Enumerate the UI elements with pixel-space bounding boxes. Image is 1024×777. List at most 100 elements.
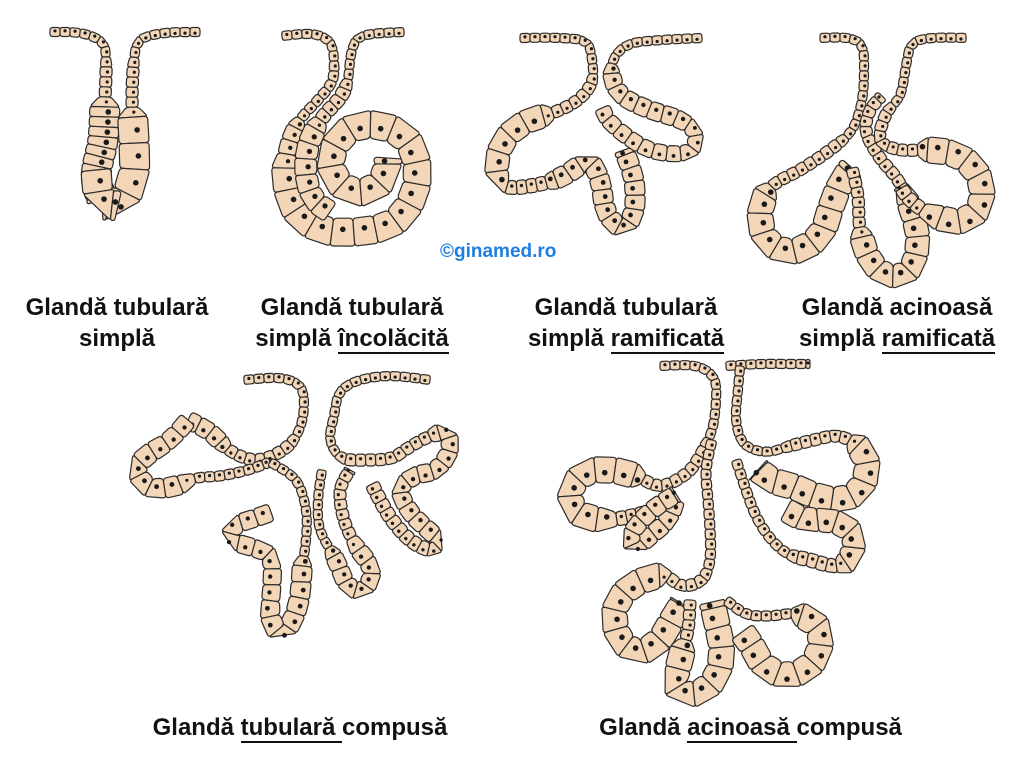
cell-nucleus [619,634,625,640]
cell-nucleus [817,157,821,161]
cell-nucleus [595,166,601,172]
caption-post: compusă [796,714,902,741]
cell-nucleus [154,484,159,490]
cell-nucleus [683,362,687,366]
cell-nucleus [208,474,212,478]
cell-nucleus [689,585,694,589]
cell-nucleus [628,97,634,102]
cell-nucleus [379,504,384,508]
cell-nucleus [823,519,830,526]
cell-nucleus [699,580,703,585]
cell-nucleus [889,107,893,111]
cell-nucleus [779,361,783,365]
cell-nucleus [848,536,855,542]
cell-nucleus [793,608,800,614]
cell-nucleus [277,375,281,379]
cell-nucleus [703,366,707,370]
cell-nucleus [799,490,806,497]
cell-nucleus [682,687,688,694]
cell-nucleus [336,493,340,497]
cell-nucleus [303,400,307,404]
cell-nucleus [663,363,667,367]
cell-nucleus [337,503,341,507]
cell-nucleus [821,214,828,221]
cell-nucleus [317,503,321,507]
cell-nucleus [753,469,760,476]
cell-nucleus [710,552,714,556]
cell-nucleus [588,87,592,91]
cell-nucleus [256,463,260,467]
cell-nucleus [768,535,773,539]
cell-nucleus [320,532,325,536]
cell-nucleus [635,546,641,552]
cell-nucleus [323,115,327,119]
cell-nucleus [340,135,347,142]
cell-nucleus [570,164,575,170]
cell-nucleus [784,611,788,615]
cell-nucleus [900,191,905,195]
cell-nucleus [370,487,375,491]
cell-nucleus [227,471,231,475]
cell-nucleus [657,528,662,534]
cell-nucleus [378,456,383,460]
cell-nucleus [736,399,740,403]
cell-nucleus [301,420,305,424]
cell-nucleus [132,110,136,114]
cell-nucleus [632,522,637,527]
cell-nucleus [692,126,697,130]
cell-nucleus [848,132,853,136]
cell-nucleus [290,472,294,476]
cell-nucleus [871,148,875,152]
cell-nucleus [846,552,853,558]
cell-nucleus [863,74,867,78]
cell-nucleus [679,585,683,589]
caption-post: compusă [342,714,448,741]
cell-nucleus [582,157,588,163]
cell-nucleus [904,71,908,75]
cell-nucleus [737,428,741,432]
cell-nucleus [670,609,676,616]
cell-nucleus [740,472,744,476]
cell-nucleus [98,159,105,165]
cell-nucleus [377,125,384,132]
cell-nucleus [238,456,242,460]
caption-line2: simplă [527,325,611,352]
cell-nucleus [358,554,364,559]
cell-nucleus [245,516,250,521]
cell-nucleus [758,518,762,522]
cell-nucleus [183,31,187,35]
cell-nucleus [104,129,111,135]
cell-nucleus [729,362,733,367]
cell-nucleus [746,491,750,495]
cell-nucleus [763,527,767,531]
cell-nucleus [359,586,364,591]
cell-nucleus [529,182,533,186]
cell-nucleus [345,385,349,389]
cell-nucleus [243,545,248,550]
cell-nucleus [118,204,124,210]
cell-nucleus [287,377,291,381]
caption-compound-tubular: Glandă tubulară compusă [130,712,470,743]
cell-nucleus [423,473,428,478]
cell-nucleus [101,149,108,156]
epithelial-cell [732,624,762,652]
caption-line1: Glandă tubulară [260,294,444,321]
cell-nucleus [373,376,377,380]
cell-nucleus [882,141,887,145]
cell-nucleus [295,31,299,35]
cell-nucleus [267,375,271,379]
cell-nucleus [611,66,616,71]
cell-nucleus [286,175,293,182]
cell-nucleus [696,459,701,463]
cell-nucleus [396,133,403,140]
cell-nucleus [339,226,346,233]
cell-nucleus [698,685,705,691]
cell-nucleus [792,173,796,177]
cell-nucleus [929,37,933,41]
cell-nucleus [839,524,846,531]
cell-nucleus [131,90,136,94]
cell-nucleus [237,469,241,473]
cell-nucleus [519,183,524,188]
cell-nucleus [818,498,825,504]
cell-nucleus [919,143,926,150]
